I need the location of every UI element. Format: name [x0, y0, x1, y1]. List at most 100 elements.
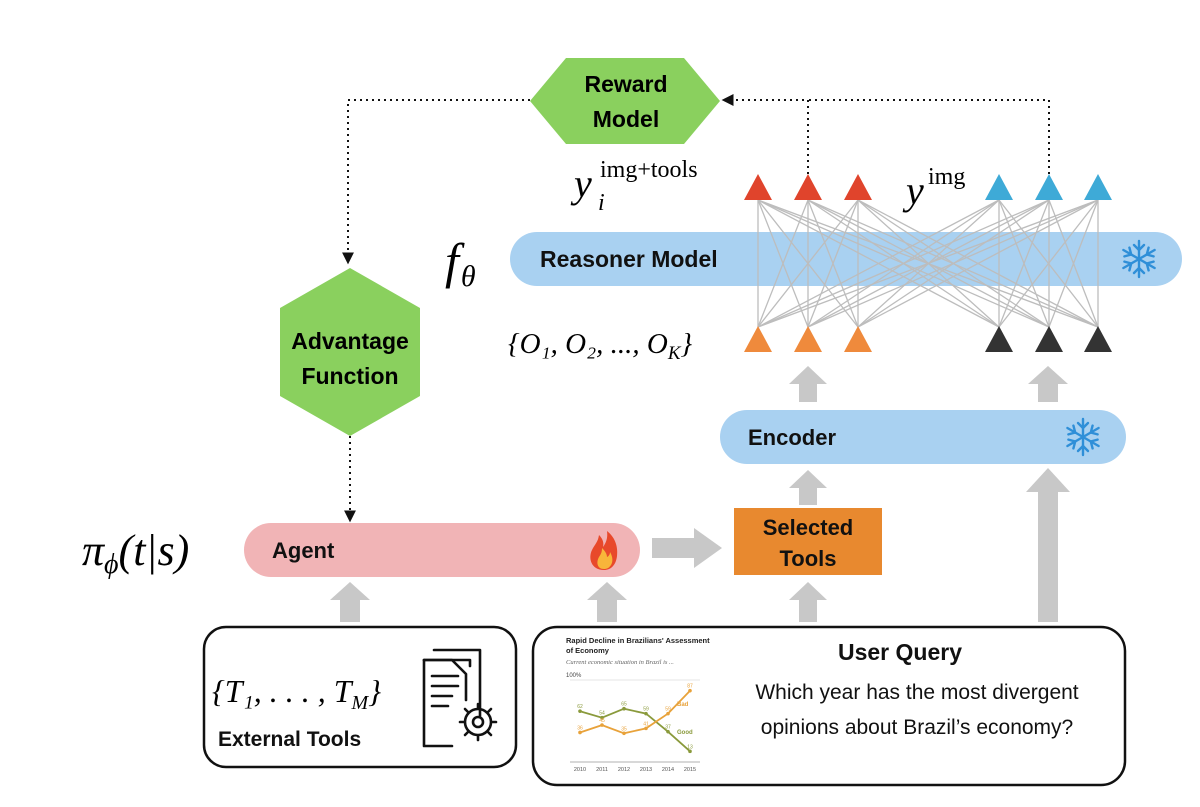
thumbnail-bad-value: 87: [687, 684, 693, 690]
thumbnail-good-point: [666, 729, 670, 734]
agent-label: Agent: [272, 538, 335, 563]
user-query-title: User Query: [838, 639, 962, 665]
thumbnail-bad-point: [578, 730, 582, 735]
connection-line: [757, 199, 1050, 328]
query-chart-thumbnail: Rapid Decline in Brazilians' Assessment …: [566, 636, 710, 773]
selected-tools: Selected Tools: [734, 508, 882, 575]
user-query-line-2: opinions about Brazil’s economy?: [761, 716, 1073, 739]
agent-to-tools-arrow: [652, 528, 722, 568]
tools-output-to-reward-line: [721, 94, 809, 174]
connection-line: [807, 199, 1099, 328]
image-token-3: [1084, 326, 1112, 352]
thumbnail-bad-label: Bad: [677, 702, 689, 708]
img-output-to-reward-line: [808, 99, 1050, 174]
thumbnail-x-ticks: 2010 2011 2012 2013 2014 2015: [574, 767, 696, 773]
img-output-token-1: [985, 174, 1013, 200]
thumbnail-title-2: of Economy: [566, 646, 610, 655]
selected-tools-label-2: Tools: [779, 546, 836, 571]
fire-icon: [590, 531, 618, 570]
image-to-encoder-arrow: [1026, 468, 1070, 622]
advantage-label-1: Advantage: [291, 328, 409, 354]
thumbnail-ytick: 100%: [566, 673, 582, 679]
reasoner-connections: [757, 199, 1099, 328]
thumbnail-year-tick: 2012: [618, 767, 630, 773]
connection-line: [998, 199, 1099, 328]
tools-output-token-3: [844, 174, 872, 200]
advantage-label-2: Function: [301, 363, 398, 389]
thumbnail-subtitle: Current economic situation in Brazil is …: [566, 659, 674, 666]
thumbnail-good-line: [579, 707, 691, 752]
document-gear-icon: [422, 648, 498, 748]
img-output-token-3: [1084, 174, 1112, 200]
thumbnail-good-point: [578, 709, 582, 713]
img-output-token-2: [1035, 174, 1063, 200]
thumbnail-bad-point: [644, 726, 648, 731]
agent: Agent πϕ(t|s): [82, 523, 640, 580]
reward-model-label-2: Model: [593, 106, 659, 132]
thumbnail-bad-point: [688, 688, 692, 693]
thumbnail-bad-value: 41: [643, 721, 649, 727]
reward-to-advantage-line: [342, 99, 530, 265]
encoder-to-observations-arrow: [789, 366, 827, 402]
thumbnail-bad-point: [666, 711, 670, 716]
reward-model: Reward Model: [530, 58, 720, 144]
thumbnail-good-point: [600, 715, 604, 720]
thumbnail-good-point: [644, 711, 648, 716]
thumbnail-good-point: [688, 749, 692, 754]
feedback-lines: [342, 94, 1050, 523]
connection-line: [757, 199, 809, 328]
policy-symbol: πϕ(t|s): [82, 526, 189, 580]
thumbnail-title-1: Rapid Decline in Brazilians' Assessment: [566, 636, 710, 645]
reward-model-label-1: Reward: [584, 71, 667, 97]
img-output-symbol: y: [902, 168, 924, 213]
thumbnail-good-value: 62: [577, 704, 583, 710]
selected-tools-label-1: Selected: [763, 515, 854, 540]
thumbnail-bad-point: [622, 731, 626, 736]
tools-set: {T₁, . . . , TM}: [212, 673, 381, 714]
thumbnail-bad-value: 35: [621, 726, 627, 732]
image-token-2: [1035, 326, 1063, 352]
user-query-line-1: Which year has the most divergent: [755, 681, 1078, 704]
thumbnail-good-point: [622, 706, 626, 711]
thumbnail-year-tick: 2010: [574, 767, 586, 773]
thumbnail-good-value: 59: [643, 707, 649, 713]
connection-line: [757, 199, 1099, 328]
encoder-to-image-tokens-arrow: [1028, 366, 1068, 402]
thumbnail-bad-value: 36: [577, 725, 583, 731]
reasoner-symbol: fθ: [445, 233, 476, 293]
advantage-function: Advantage Function: [280, 268, 420, 436]
thumbnail-year-tick: 2013: [640, 767, 652, 773]
image-token-1: [985, 326, 1013, 352]
observation-token-3: [844, 326, 872, 352]
thumbnail-good-label: Good: [677, 730, 693, 736]
external-to-agent-arrow: [330, 582, 370, 622]
connection-line: [757, 199, 859, 328]
encoder-label: Encoder: [748, 425, 836, 450]
tools-output-token-2: [794, 174, 822, 200]
thumbnail-year-tick: 2011: [596, 767, 608, 773]
thumbnail-year-tick: 2015: [684, 767, 696, 773]
thumbnail-bad-value: 59: [665, 707, 671, 713]
observation-token-2: [794, 326, 822, 352]
tools-output-symbol: y: [570, 161, 592, 206]
external-tools: {T₁, . . . , TM} External Tools: [202, 625, 518, 769]
reasoner-model: Reasoner Model: [510, 232, 1182, 286]
img-output-superscript: img: [928, 164, 965, 190]
thumbnail-good-value: 65: [621, 702, 627, 708]
input-tokens: [744, 326, 1112, 352]
encoder: Encoder: [720, 410, 1126, 464]
thumbnail-year-tick: 2014: [662, 767, 674, 773]
connection-line: [1048, 199, 1099, 328]
thumbnail-bad-value: 45: [599, 718, 605, 724]
query-to-agent-arrow: [587, 582, 627, 622]
output-tokens: [744, 174, 1112, 200]
tools-output-token-1: [744, 174, 772, 200]
reasoner-model-label: Reasoner Model: [540, 246, 718, 272]
thumbnail-bad-line: [579, 690, 691, 735]
user-query: User Query Which year has the most diver…: [531, 625, 1127, 787]
thumbnail-good-value: 54: [599, 711, 605, 717]
connection-line: [857, 199, 1099, 328]
thumbnail-good-value: 13: [687, 744, 693, 750]
math-labels: fθ y i img+tools y img {O₁, O₂, ..., OK}: [445, 157, 965, 364]
